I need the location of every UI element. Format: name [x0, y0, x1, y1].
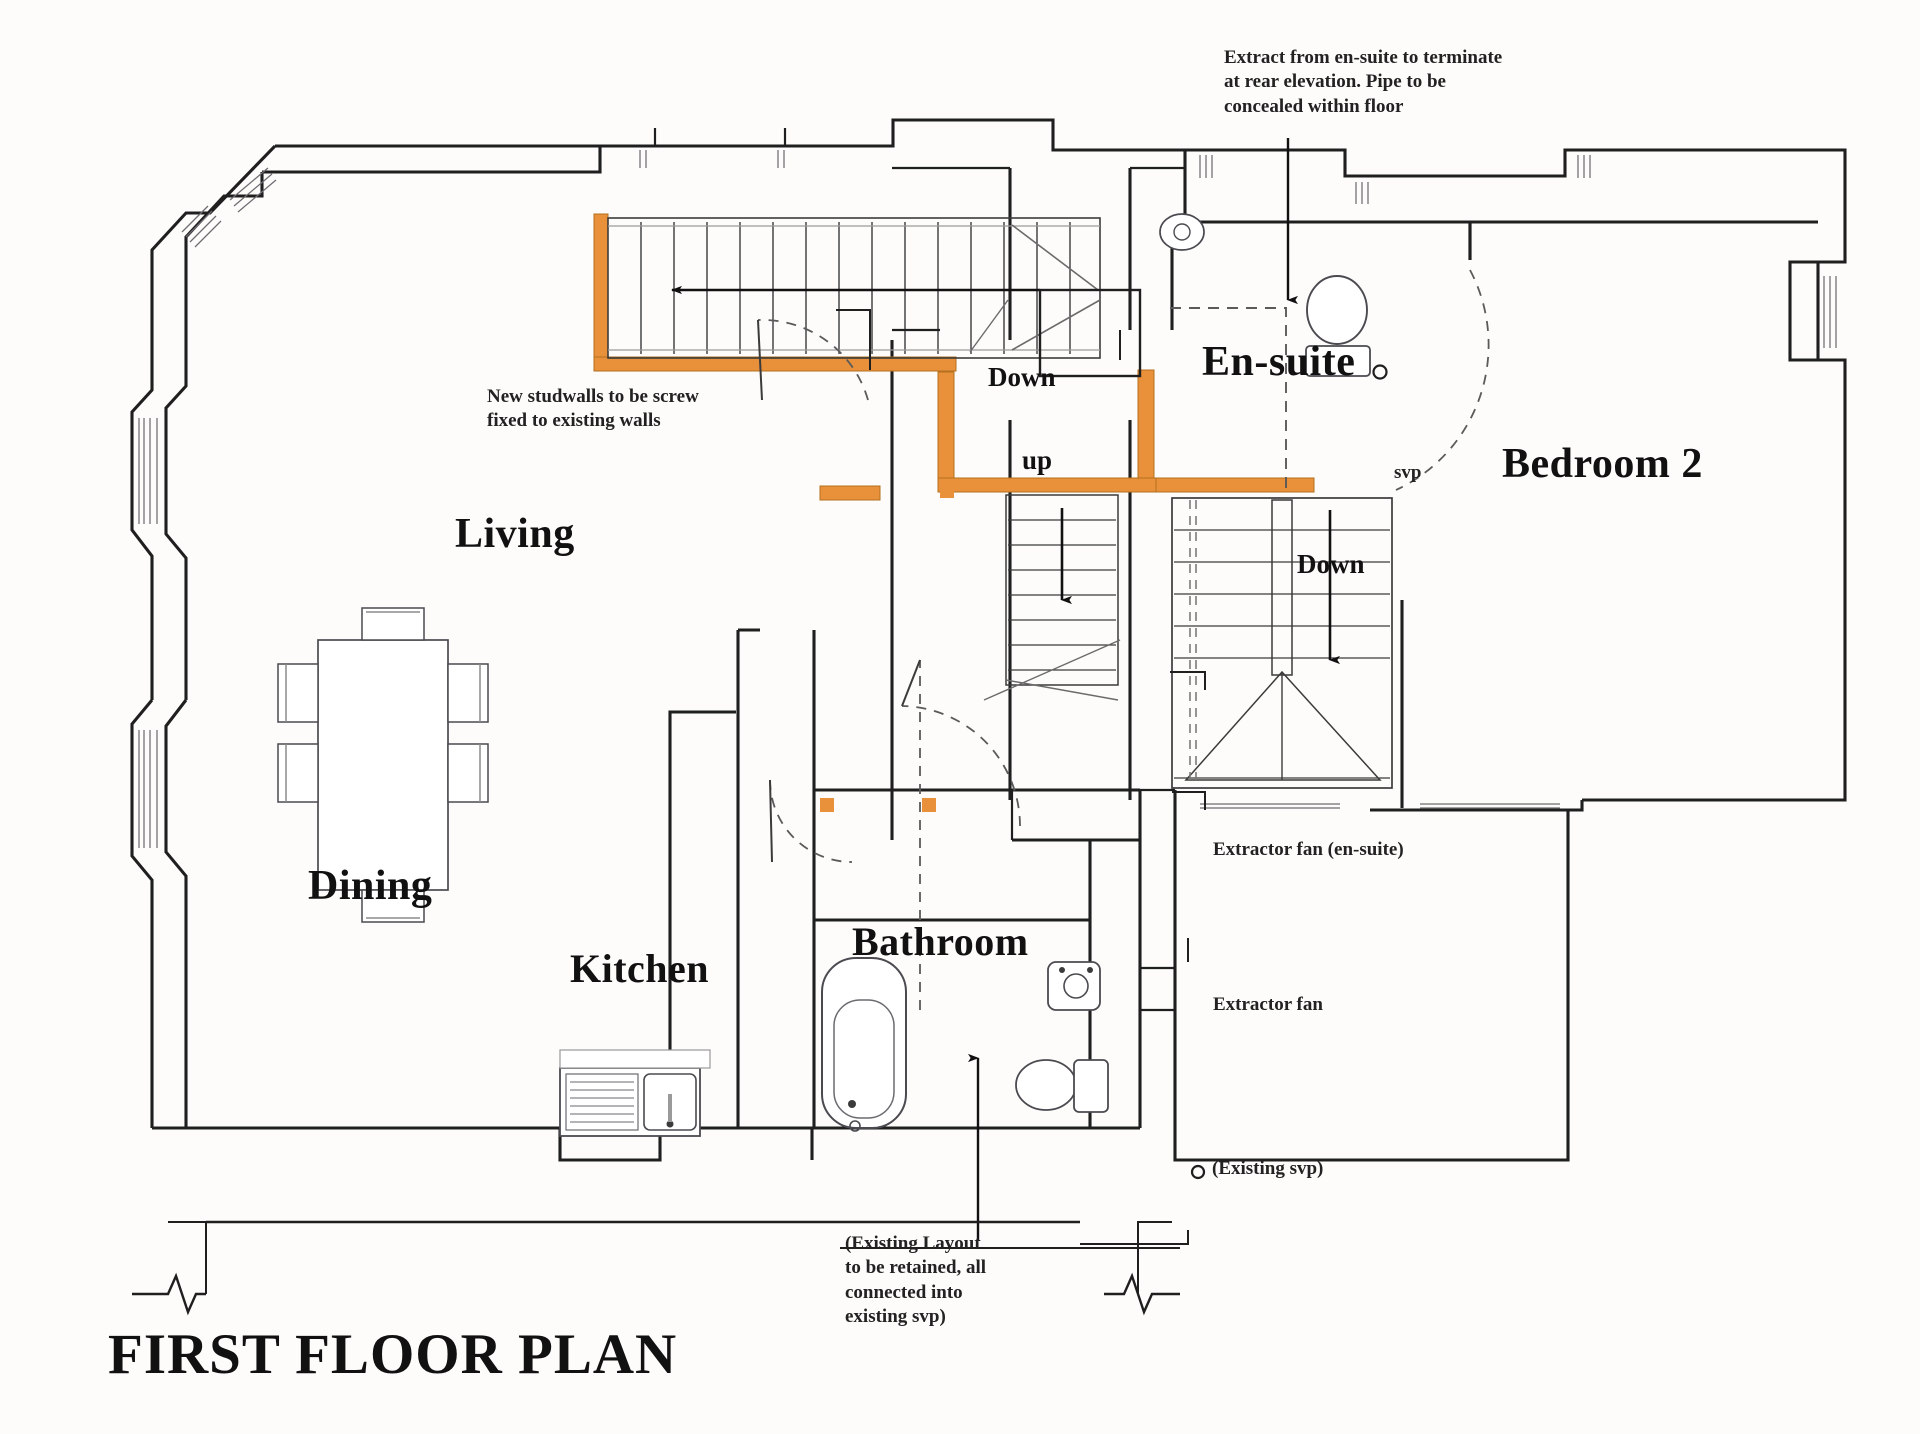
page-title: FIRST FLOOR PLAN	[108, 1323, 678, 1386]
room-label-bathroom: Bathroom	[852, 919, 1029, 964]
wc-toilet-ensuite	[1305, 275, 1371, 377]
window-glazing	[138, 150, 1837, 848]
marker-label-extractor-fan-ensuite: Extractor fan (en-suite)	[1213, 839, 1404, 860]
staircase-middle	[983, 494, 1121, 701]
annotation-extract-note: Extract from en-suite to terminate at re…	[1224, 47, 1503, 117]
svp-markers	[1190, 364, 1388, 1180]
marker-label-existing-svp: (Existing svp)	[1212, 1158, 1324, 1179]
wash-basin-ensuite	[1159, 213, 1205, 251]
door-leaves	[757, 319, 921, 863]
building-outline	[130, 118, 1185, 1162]
break-line-symbols	[132, 1220, 1180, 1316]
room-label-living: Living	[455, 511, 575, 557]
staircase-winder	[1171, 497, 1393, 789]
wash-basin-bathroom	[1047, 961, 1101, 1011]
stair-label-down-lower: Down	[1297, 549, 1365, 579]
room-label-bedroom-2: Bedroom 2	[1502, 441, 1703, 487]
staircase-upper	[607, 217, 1142, 378]
marker-label-svp-ensuite: svp	[1394, 462, 1422, 483]
leader-lines	[168, 309, 1206, 1294]
new-studwalls	[593, 213, 1315, 812]
dining-table	[317, 639, 449, 891]
bath	[821, 957, 907, 1132]
room-label-ensuite: En-suite	[1202, 339, 1356, 385]
door-swings	[757, 269, 1490, 1010]
annotation-studwall-note: New studwalls to be screw fixed to exist…	[487, 386, 699, 432]
internal-walls	[660, 168, 1142, 1130]
room-label-dining: Dining	[308, 863, 433, 909]
kitchen-sink	[559, 1049, 711, 1137]
dining-chairs	[277, 607, 489, 923]
wall-ticks	[653, 128, 1185, 1012]
wc-toilet-bathroom	[1015, 1059, 1109, 1113]
marker-label-extractor-fan: Extractor fan	[1213, 994, 1323, 1015]
shower-enclosure	[1170, 307, 1287, 490]
room-label-kitchen: Kitchen	[570, 946, 710, 991]
annotation-existing-layout-note: (Existing Layout to be retained, all con…	[845, 1233, 987, 1327]
stair-label-up: up	[1022, 445, 1053, 475]
right-wing-outline	[1170, 148, 1847, 1162]
stair-label-down-upper: Down	[988, 362, 1056, 392]
